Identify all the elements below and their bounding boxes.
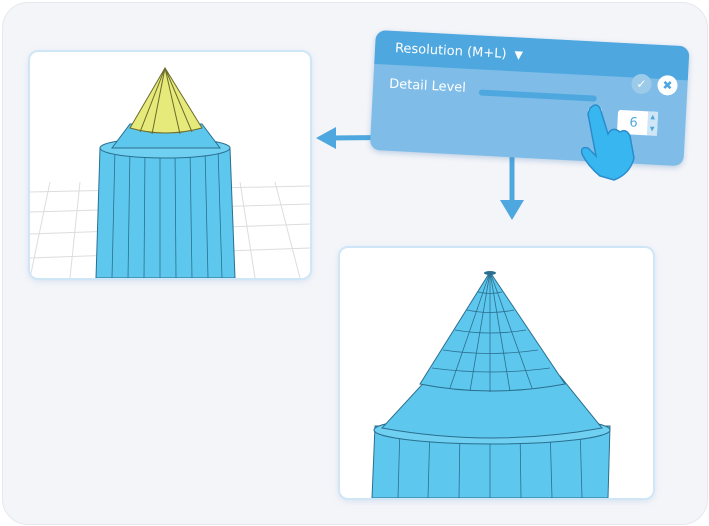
arrow-left-head <box>316 127 336 149</box>
arrow-down-head <box>500 200 524 220</box>
low-resolution-preview <box>30 52 310 278</box>
triangle-down-icon[interactable]: ▼ <box>514 47 524 62</box>
close-icon[interactable]: ✖ <box>656 74 679 96</box>
pointing-hand-icon <box>580 104 635 181</box>
check-icon[interactable]: ✓ <box>631 73 653 95</box>
high-resolution-preview <box>340 248 653 498</box>
detail-level-label: Detail Level <box>388 76 467 96</box>
resolution-panel: Resolution (M+L) ▼ ✓ ✖ Detail Level 6 ▲▼ <box>369 30 690 167</box>
panel-title: Resolution (M+L) <box>394 40 507 62</box>
stepper-icon[interactable]: ▲▼ <box>646 111 659 136</box>
